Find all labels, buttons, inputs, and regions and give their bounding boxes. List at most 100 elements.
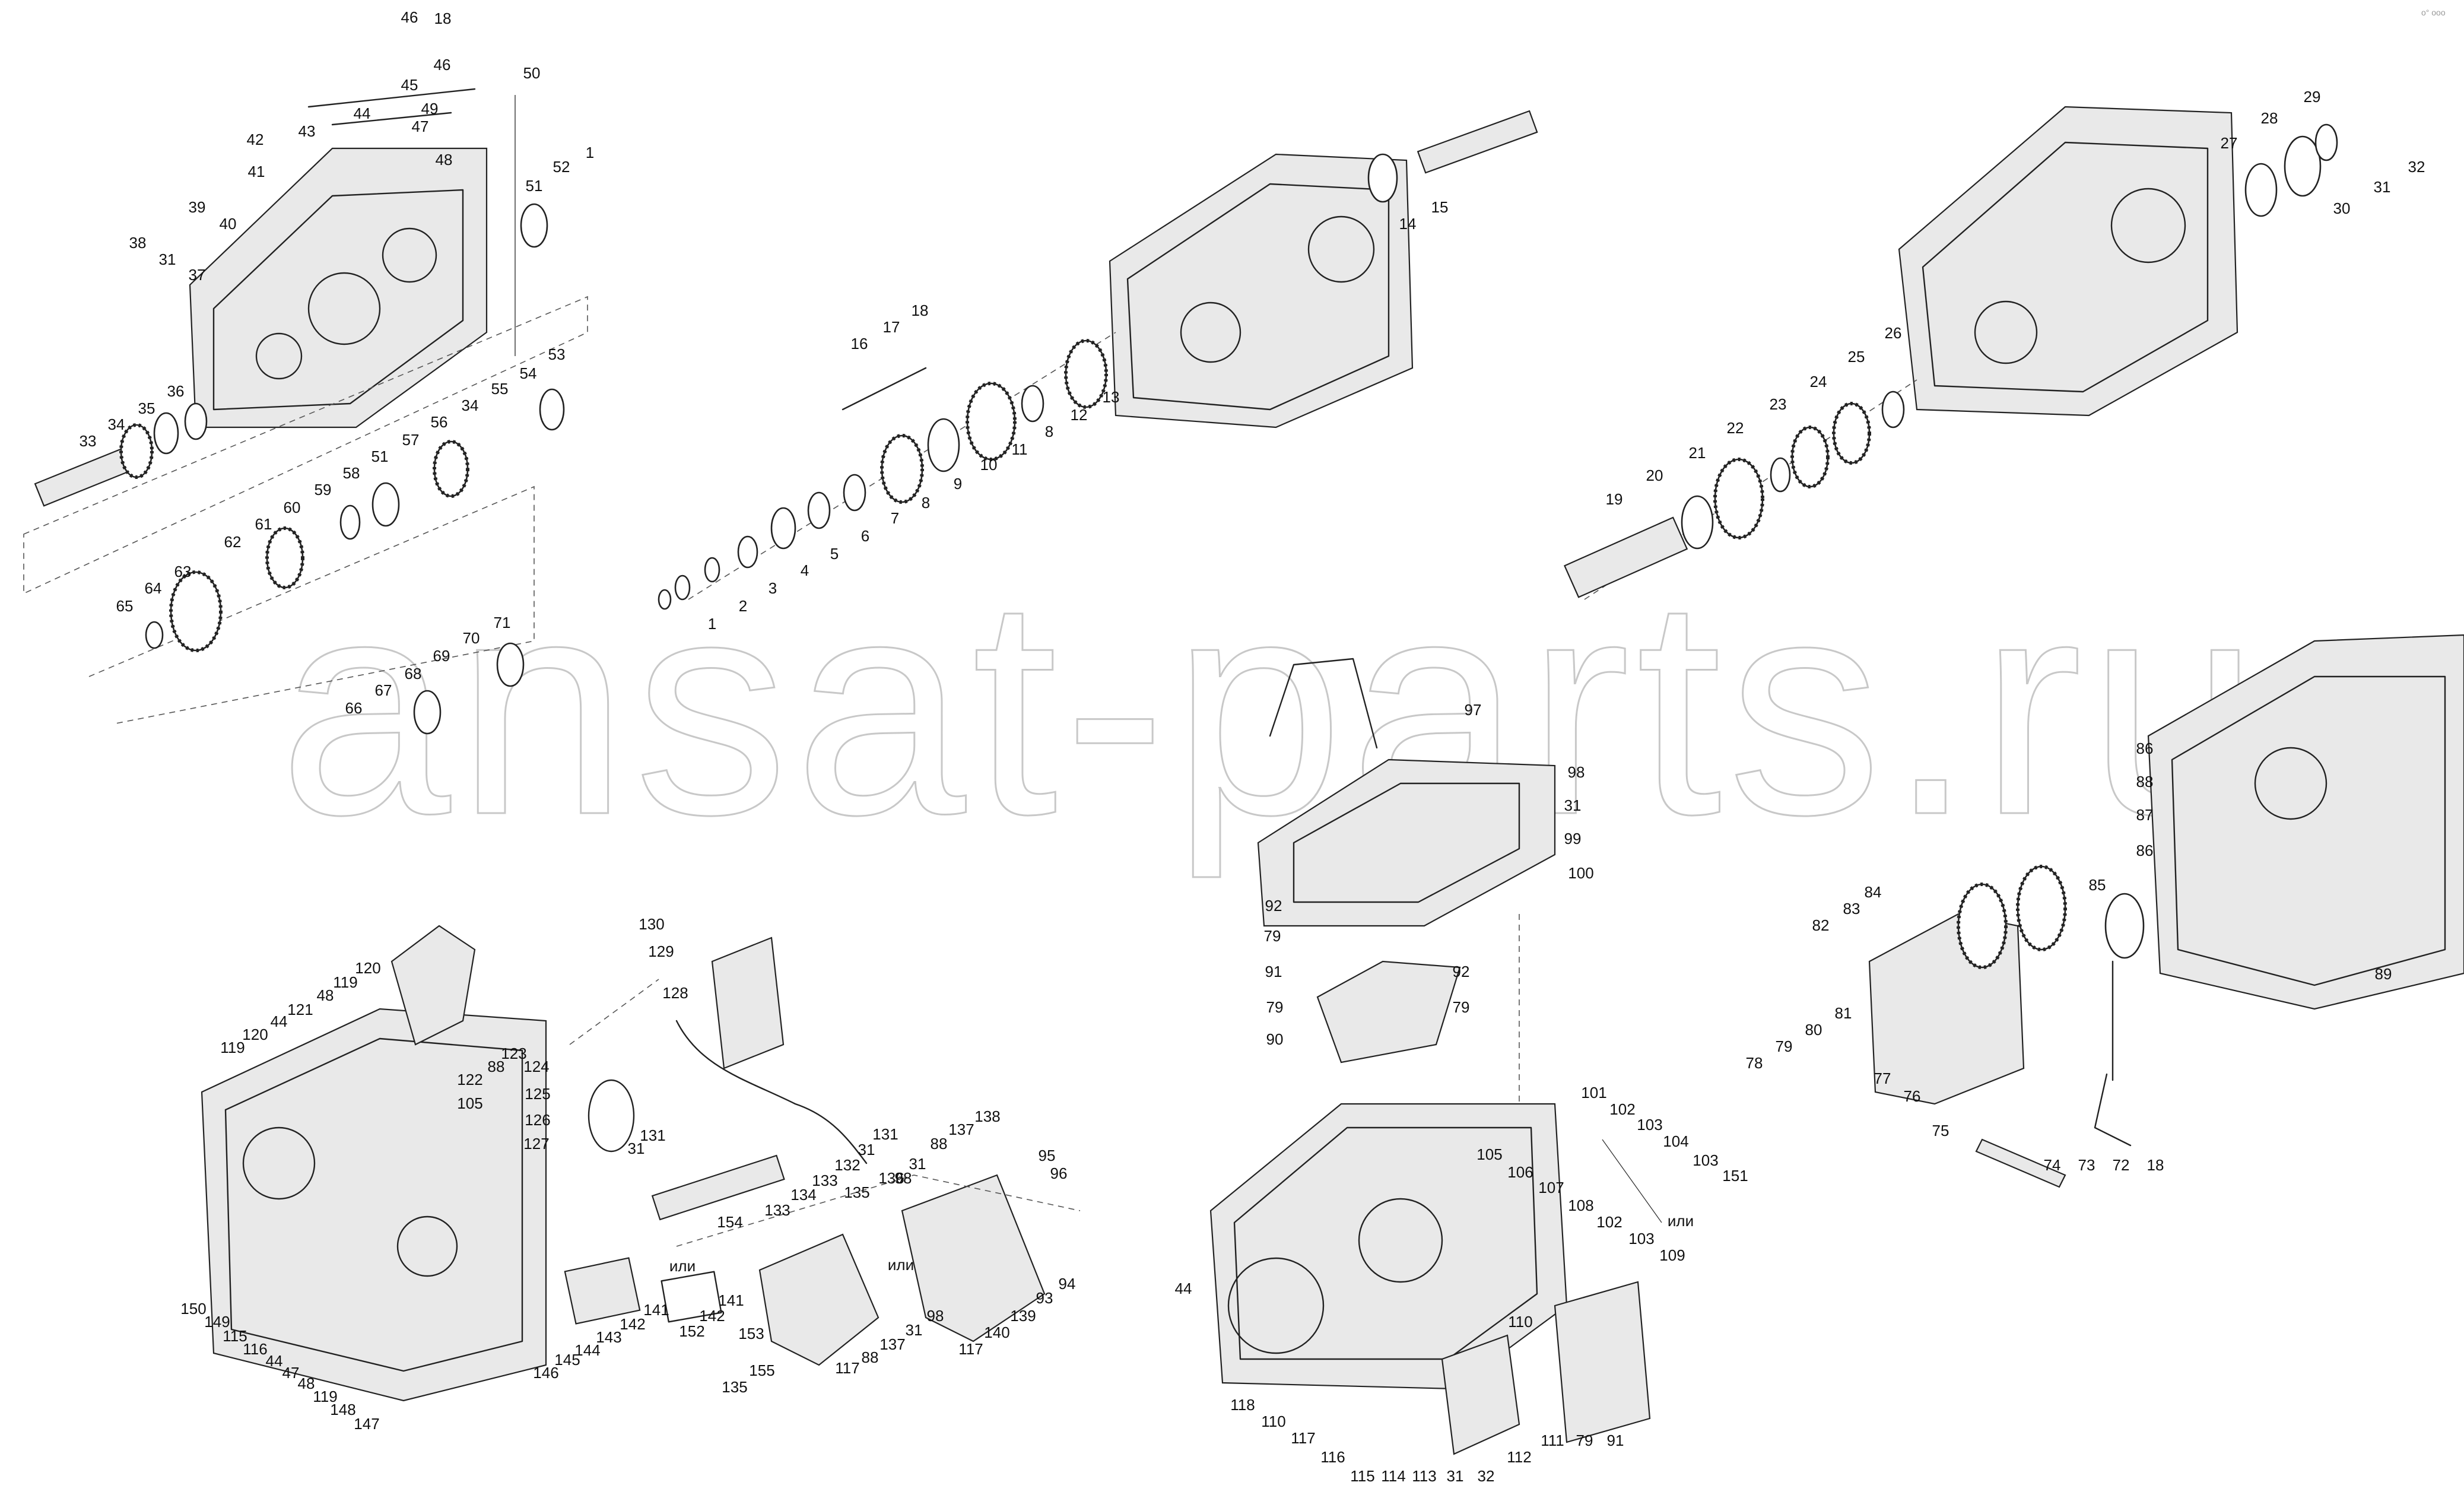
part-number-label: 1 xyxy=(586,144,594,161)
part-number-label: 100 xyxy=(1568,864,1593,882)
part-number-label: 53 xyxy=(548,345,566,363)
part-number-label: 64 xyxy=(145,579,162,597)
part-number-label: 66 xyxy=(345,699,363,717)
part-number-label: или xyxy=(669,1257,696,1275)
part-number-label: 30 xyxy=(2333,199,2351,217)
part-number-label: 34 xyxy=(462,396,479,414)
part-number-label: 79 xyxy=(1453,998,1470,1016)
part-number-label: 31 xyxy=(906,1321,923,1339)
part-number-label: 137 xyxy=(948,1121,974,1138)
part-number-label: 99 xyxy=(1564,830,1582,848)
part-number-label: 31 xyxy=(159,250,176,268)
part-number-label: 45 xyxy=(401,76,418,94)
part-number-label: 119 xyxy=(333,973,357,991)
part-number-label: 95 xyxy=(1039,1147,1056,1164)
part-number-label: 143 xyxy=(596,1328,621,1346)
part-number-label: 47 xyxy=(282,1364,300,1382)
part-number-label: 105 xyxy=(1477,1145,1502,1163)
part-number-label: 92 xyxy=(1453,963,1470,980)
part-number-label: 120 xyxy=(242,1026,268,1043)
part-number-label: 31 xyxy=(2374,178,2391,196)
part-number-label: 91 xyxy=(1607,1431,1624,1449)
part-number-label: 57 xyxy=(402,431,420,449)
part-number-label: 76 xyxy=(1904,1087,1921,1105)
part-number-label: 133 xyxy=(764,1201,790,1219)
part-number-label: 46 xyxy=(434,56,451,74)
part-number-label: 32 xyxy=(2408,158,2425,176)
part-number-label: 55 xyxy=(491,380,509,398)
part-number-label: 11 xyxy=(1012,440,1028,458)
part-number-label: 48 xyxy=(436,151,453,169)
part-number-label: 35 xyxy=(138,399,155,417)
part-number-label: 15 xyxy=(1431,198,1449,216)
part-number-label: 46 xyxy=(401,8,418,26)
part-number-label: 44 xyxy=(354,104,371,122)
part-number-label: 113 xyxy=(1412,1467,1436,1485)
part-number-label: 20 xyxy=(1646,466,1663,484)
part-number-label: 128 xyxy=(662,984,688,1002)
part-number-label: 29 xyxy=(2304,88,2321,106)
part-number-label: 18 xyxy=(434,9,452,27)
part-number-label: 50 xyxy=(523,64,541,82)
part-number-label: 44 xyxy=(1175,1280,1192,1297)
part-number-label: 120 xyxy=(355,959,380,977)
part-number-label: 130 xyxy=(639,915,664,933)
part-number-label: 2 xyxy=(739,597,747,615)
part-number-label: 79 xyxy=(1576,1431,1593,1449)
part-number-label: 98 xyxy=(1568,763,1585,781)
part-number-label: 135 xyxy=(722,1378,747,1396)
part-number-label: 88 xyxy=(862,1348,879,1366)
part-number-label: 31 xyxy=(1564,796,1582,814)
part-number-label: 135 xyxy=(844,1183,869,1201)
part-number-label: 6 xyxy=(861,527,869,545)
part-number-label: 73 xyxy=(2078,1156,2095,1174)
part-number-label: 144 xyxy=(574,1341,600,1359)
part-number-label: 31 xyxy=(858,1141,875,1158)
part-number-label: 92 xyxy=(1265,897,1282,915)
part-number-label: 48 xyxy=(298,1375,315,1392)
part-number-label: 101 xyxy=(1581,1084,1606,1102)
part-number-label: 28 xyxy=(2261,109,2278,127)
assembly-bottom-left xyxy=(201,925,1081,1402)
part-number-label: 117 xyxy=(1291,1429,1315,1447)
part-number-label: 59 xyxy=(315,481,332,499)
part-number-label: 42 xyxy=(247,131,264,148)
part-number-label: 75 xyxy=(1932,1122,1949,1139)
part-number-label: 131 xyxy=(872,1125,898,1143)
part-number-label: 97 xyxy=(1465,701,1482,719)
part-number-label: 62 xyxy=(224,533,242,551)
part-number-label: 88 xyxy=(931,1135,948,1153)
part-number-label: 91 xyxy=(1265,963,1282,980)
part-number-label: 153 xyxy=(738,1325,764,1342)
part-number-label: 114 xyxy=(1381,1467,1405,1485)
part-number-label: 134 xyxy=(790,1186,816,1204)
part-number-label: 19 xyxy=(1606,490,1623,508)
part-number-label: 152 xyxy=(679,1322,704,1340)
part-number-label: 86 xyxy=(2136,842,2154,859)
part-number-label: 112 xyxy=(1507,1448,1531,1466)
part-number-label: 106 xyxy=(1507,1163,1533,1181)
part-number-label: 47 xyxy=(412,118,429,135)
part-number-label: 125 xyxy=(525,1085,550,1103)
part-number-label: 79 xyxy=(1264,927,1281,945)
part-number-label: 88 xyxy=(488,1058,505,1075)
part-number-label: 103 xyxy=(1637,1116,1662,1134)
assembly-top-left xyxy=(23,88,588,735)
part-number-label: 40 xyxy=(220,215,237,233)
part-number-label: 107 xyxy=(1538,1179,1564,1196)
part-number-label: 37 xyxy=(189,266,206,284)
part-number-label: 69 xyxy=(433,647,450,665)
part-number-label: 44 xyxy=(266,1352,283,1370)
part-number-label: 118 xyxy=(1230,1396,1255,1414)
part-number-label: 90 xyxy=(1266,1030,1284,1048)
assembly-right xyxy=(1868,634,2464,1188)
part-number-label: 102 xyxy=(1596,1213,1622,1231)
part-number-label: 126 xyxy=(525,1111,550,1129)
part-number-label: 96 xyxy=(1050,1164,1068,1182)
part-number-label: 115 xyxy=(1350,1467,1374,1485)
part-number-label: 127 xyxy=(523,1135,549,1153)
part-number-label: 72 xyxy=(2113,1156,2130,1174)
watermark-text: ansat-parts.ru xyxy=(279,534,2266,881)
part-number-label: 108 xyxy=(1568,1196,1593,1214)
